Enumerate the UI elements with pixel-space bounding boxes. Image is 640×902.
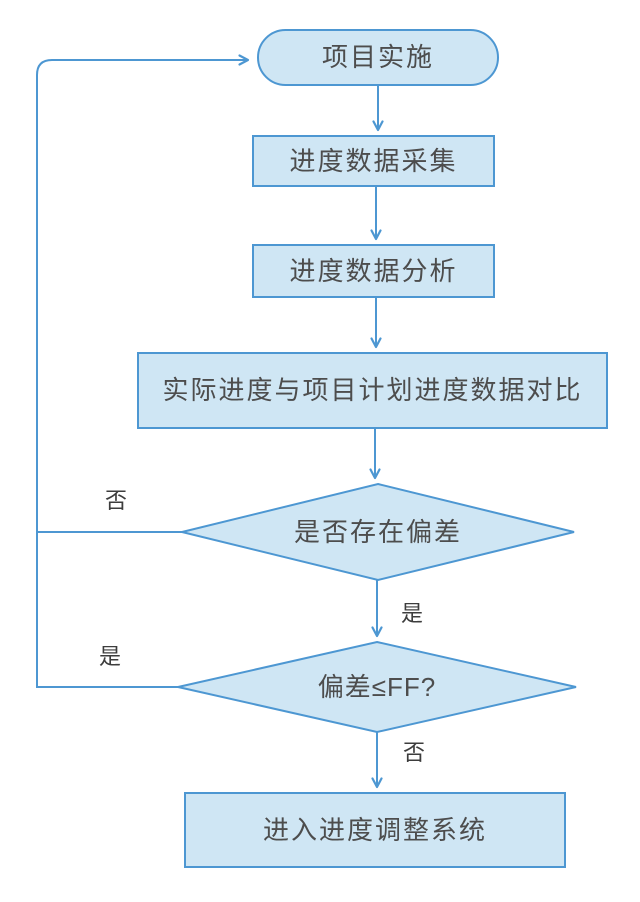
- node-check-ff-label: 偏差≤FF?: [317, 671, 437, 702]
- node-start-label: 项目实施: [321, 42, 434, 73]
- node-collect-label: 进度数据采集: [289, 145, 458, 176]
- node-start-shape: [257, 29, 499, 86]
- node-analyze-shape: [252, 244, 495, 298]
- edge-label-ff-yes: 是: [98, 644, 121, 669]
- edge-ff-yes-loop: [36, 54, 250, 688]
- node-check-ff-shape: [177, 640, 577, 734]
- node-check-deviation-label: 是否存在偏差: [293, 516, 462, 547]
- node-compare-shape: [137, 352, 608, 429]
- node-collect-shape: [252, 135, 495, 187]
- node-adjust-shape: [184, 792, 566, 868]
- node-compare-label: 实际进度与项目计划进度数据对比: [162, 375, 583, 406]
- edge-label-deviation-yes: 是: [400, 601, 423, 626]
- edge-label-deviation-no: 否: [104, 488, 127, 513]
- node-analyze-label: 进度数据分析: [289, 255, 458, 286]
- node-check-deviation-shape: [181, 482, 575, 582]
- edge-label-ff-no: 否: [402, 740, 425, 765]
- node-adjust-label: 进入进度调整系统: [262, 814, 487, 845]
